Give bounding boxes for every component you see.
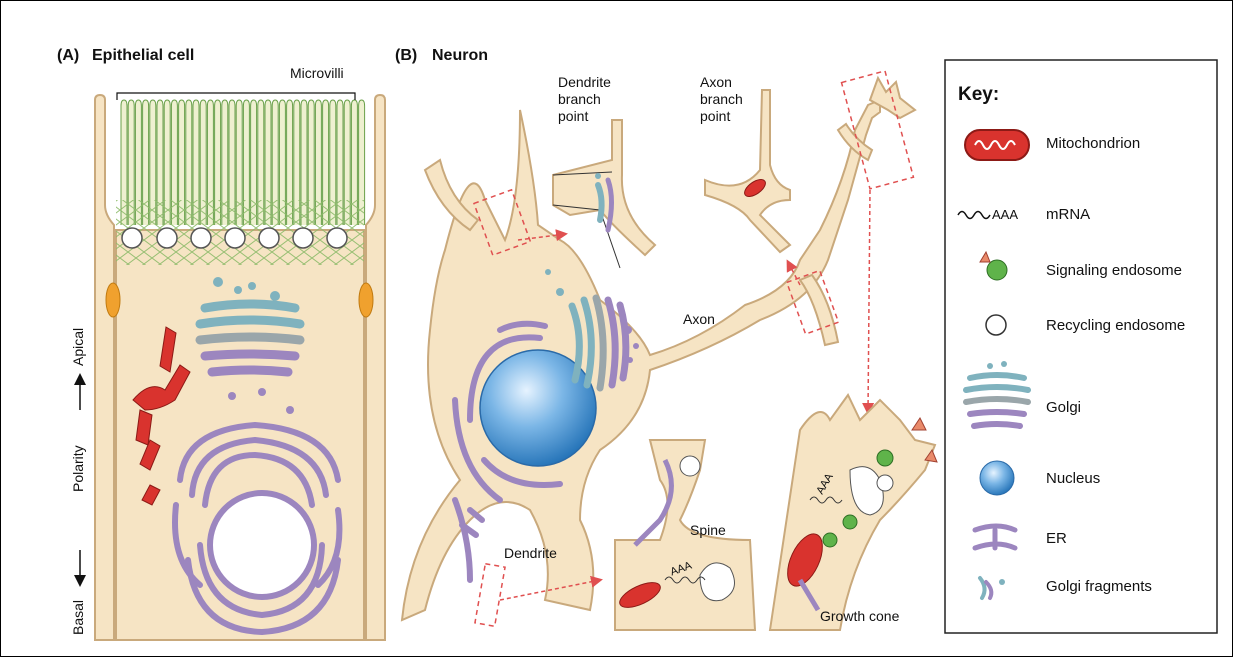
nucleus-a	[210, 493, 314, 597]
panel-a-label: (A)	[57, 47, 79, 65]
key-label-signaling-endosome: Signaling endosome	[1046, 262, 1182, 279]
growth-cone-label: Growth cone	[820, 608, 899, 625]
mitochondrion-icon	[965, 130, 1029, 160]
neighbor-cell-left	[95, 95, 114, 640]
basal-label: Basal	[70, 600, 87, 635]
recycling-endosome-icon	[986, 315, 1006, 335]
key-mrna-prefix: AAA	[992, 207, 1018, 222]
axon-branch	[800, 275, 838, 345]
tight-junction-right	[359, 283, 373, 317]
neuron	[402, 71, 937, 630]
apical-label: Apical	[70, 328, 87, 366]
panel-b-label: (B)	[395, 47, 417, 65]
epithelial-cell	[80, 93, 385, 640]
spine-label: Spine	[690, 522, 726, 539]
dendrite-branch-point-label-2: branch	[558, 91, 601, 108]
inset-spine	[615, 440, 755, 630]
key-label-mrna: mRNA	[1046, 206, 1090, 223]
microvilli-bracket	[117, 93, 355, 100]
microvilli-label: Microvilli	[290, 65, 344, 82]
axon-label: Axon	[683, 311, 715, 328]
key-label-golgi-fragments: Golgi fragments	[1046, 578, 1152, 595]
dendrite-label: Dendrite	[504, 545, 557, 562]
key-label-er: ER	[1046, 530, 1067, 547]
panel-a-title: Epithelial cell	[92, 47, 194, 65]
key-title: Key:	[958, 84, 999, 106]
dendrite-branch-point-label-3: point	[558, 108, 588, 125]
inset-growth-cone	[770, 395, 937, 630]
key-label-golgi: Golgi	[1046, 399, 1081, 416]
key-label-nucleus: Nucleus	[1046, 470, 1100, 487]
panel-b-title: Neuron	[432, 47, 488, 65]
neighbor-cell-right	[366, 95, 385, 640]
nucleus-icon	[980, 461, 1014, 495]
polarity-label: Polarity	[70, 445, 87, 492]
key-label-mitochondrion: Mitochondrion	[1046, 135, 1140, 152]
key-label-recycling-endosome: Recycling endosome	[1046, 317, 1185, 334]
axon-branch-point-label-2: branch	[700, 91, 743, 108]
axon-branch-point-label-1: Axon	[700, 74, 732, 91]
dendrite-branch-point-label-1: Dendrite	[558, 74, 611, 91]
axon-branch-point-label-3: point	[700, 108, 730, 125]
tight-junction-left	[106, 283, 120, 317]
